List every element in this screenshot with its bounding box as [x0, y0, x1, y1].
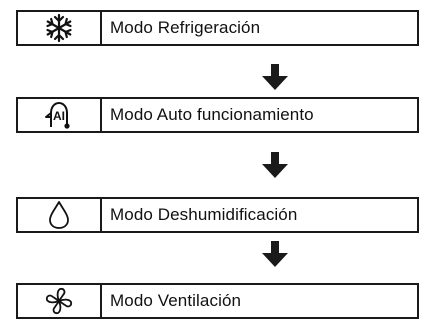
- mode-box-auto: AI Modo Auto funcionamiento: [16, 97, 419, 133]
- ai-icon-text: AI: [53, 109, 65, 123]
- mode-box-deshumidificacion: Modo Deshumidificación: [16, 197, 419, 233]
- mode-label: Modo Refrigeración: [110, 18, 261, 37]
- down-arrow-icon: [262, 152, 288, 178]
- icon-cell: [18, 199, 102, 231]
- icon-cell: AI: [18, 99, 102, 131]
- ai-auto-icon: AI: [45, 101, 70, 129]
- mode-box-ventilacion: Modo Ventilación: [16, 283, 419, 319]
- icon-cell: [18, 285, 102, 317]
- mode-label: Modo Auto funcionamiento: [110, 105, 314, 124]
- down-arrow-icon: [262, 64, 288, 90]
- mode-box-refrigeracion: Modo Refrigeración: [16, 10, 419, 46]
- mode-label: Modo Deshumidificación: [110, 205, 298, 224]
- fan-icon: [45, 287, 73, 315]
- water-drop-icon: [49, 201, 69, 229]
- mode-label: Modo Ventilación: [110, 291, 242, 310]
- snowflake-icon: [46, 13, 72, 43]
- icon-cell: [18, 12, 102, 44]
- down-arrow-icon: [262, 241, 288, 267]
